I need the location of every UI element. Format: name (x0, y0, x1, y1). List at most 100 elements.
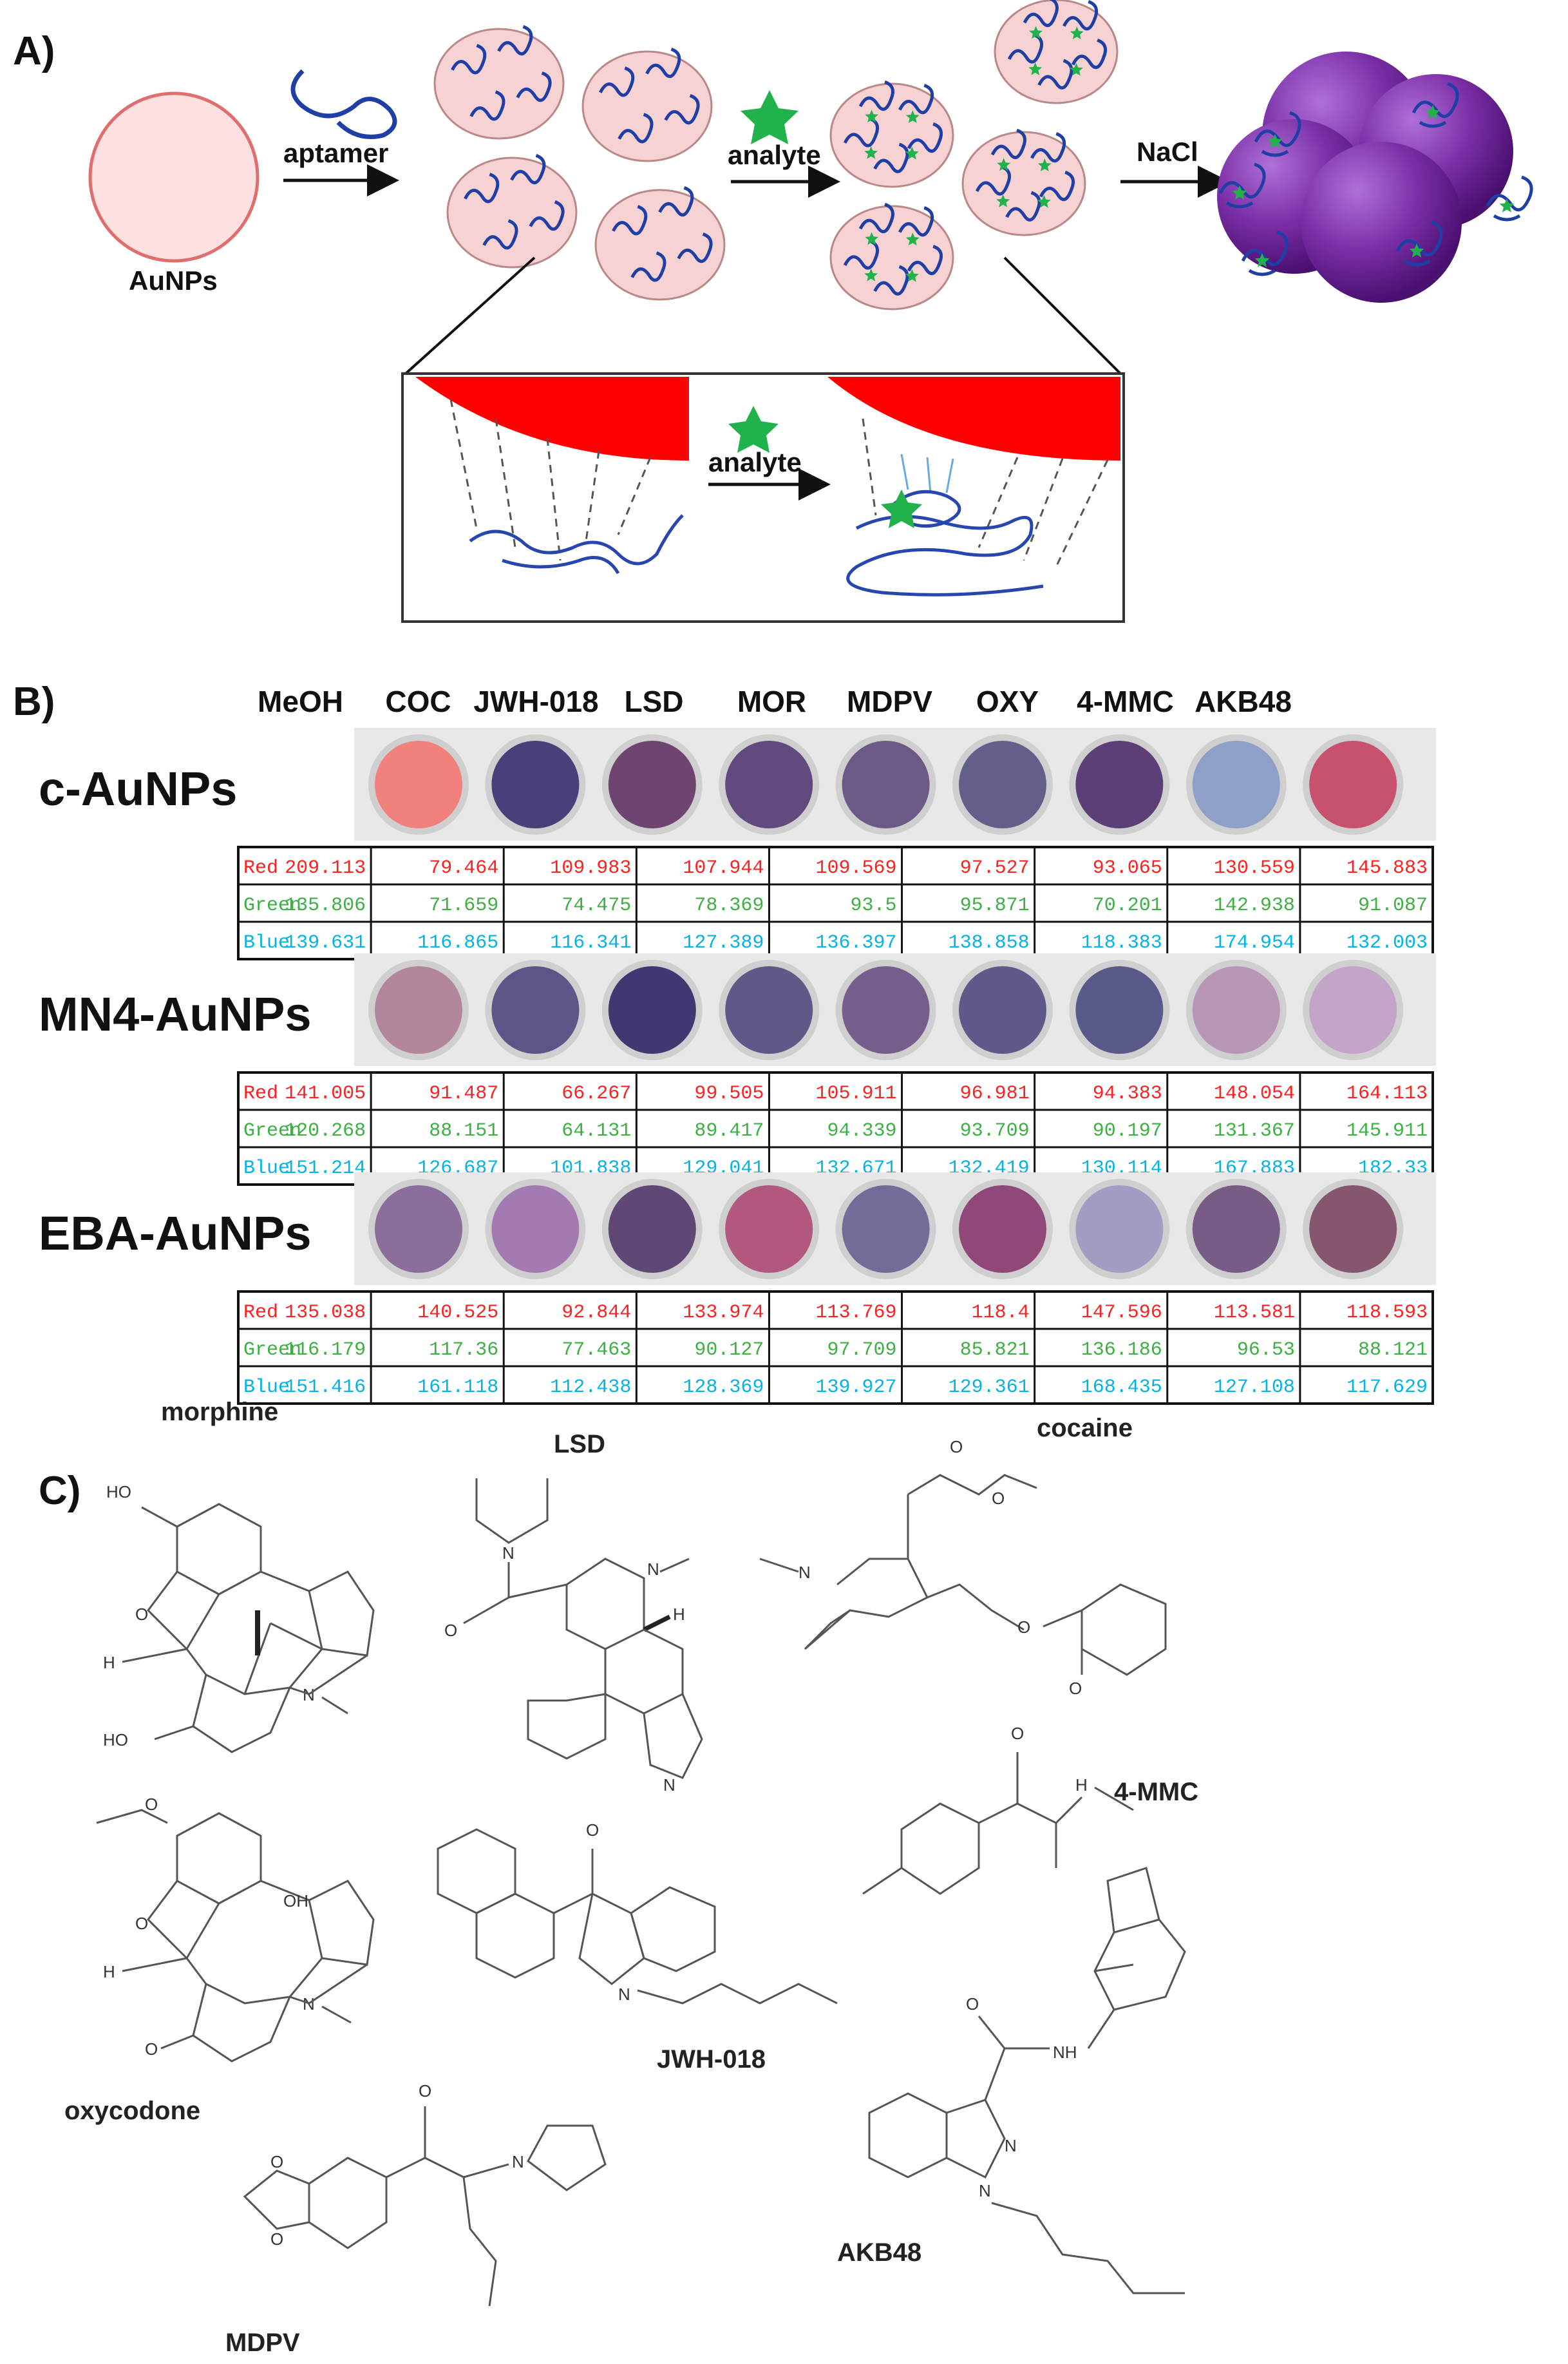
well (608, 741, 696, 828)
channel-label: Blue (243, 1158, 290, 1179)
step-analyte-label: analyte (728, 140, 821, 170)
value-table (237, 1071, 1434, 1186)
free-complex (1218, 162, 1266, 209)
cocaine-o-carbonyl: O (950, 1437, 963, 1456)
table-cell: 161.118 (417, 1377, 498, 1398)
table-cell: 92.844 (562, 1302, 631, 1324)
lsd-structure: LSD N O N H N (444, 1430, 703, 1795)
analyte-star-icon (741, 90, 798, 144)
aunp-label: AuNPs (129, 265, 218, 296)
oxycodone-o-keto: O (145, 2039, 158, 2059)
panel-a: A) AuNPs aptamer analyte NaCl (13, 0, 1533, 623)
table-cell: 116.179 (285, 1339, 366, 1361)
channel-label: Red (243, 1083, 278, 1105)
lsd-label: LSD (554, 1430, 605, 1458)
column-label: MeOH (258, 685, 343, 718)
table-cell: 147.596 (1081, 1302, 1162, 1324)
free-aptamer-analyte-complexes (1218, 82, 1533, 276)
well (958, 1185, 1046, 1273)
table-cell: 151.416 (285, 1377, 366, 1398)
table-cell: 135.806 (285, 895, 366, 917)
lsd-nh: N (663, 1775, 675, 1795)
table-cell: 133.974 (683, 1302, 764, 1324)
mmc-o: O (1011, 1724, 1024, 1743)
well (491, 966, 580, 1054)
table-cell: 168.435 (1081, 1377, 1162, 1398)
table-cell: 132.003 (1346, 932, 1428, 954)
table-cell: 145.911 (1346, 1120, 1428, 1142)
inset-bound-analyte-icon (881, 490, 922, 528)
table-cell: 91.087 (1358, 895, 1428, 917)
oxycodone-o-methoxy: O (145, 1795, 158, 1814)
table-cell: 107.944 (683, 857, 764, 879)
column-label: 4-MMC (1077, 685, 1174, 718)
well (1075, 1185, 1164, 1273)
table-cell: 135.038 (285, 1302, 366, 1324)
table-cell: 148.054 (1214, 1083, 1295, 1105)
mdpv-structure: MDPV O O O N (225, 2081, 607, 2357)
table-cell: 94.383 (1093, 1083, 1162, 1105)
inset-analyte-label: analyte (708, 447, 802, 477)
inset-gold-surface-right (827, 377, 1120, 461)
well (375, 966, 462, 1054)
mdpv-n: N (512, 2152, 524, 2171)
well (375, 1185, 462, 1273)
table-cell: 89.417 (694, 1120, 764, 1142)
coated-aunp (433, 24, 565, 140)
table-cell: 131.367 (1214, 1120, 1295, 1142)
column-label: COC (385, 685, 451, 718)
table-cell: 151.214 (285, 1158, 366, 1179)
table-cell: 90.197 (1093, 1120, 1162, 1142)
column-label: OXY (976, 685, 1039, 718)
akb-o: O (966, 1994, 979, 2014)
table-cell: 116.865 (417, 932, 498, 954)
inset-folded-aptamer (846, 490, 1044, 596)
table-cell: 78.369 (694, 895, 764, 917)
table-cell: 164.113 (1346, 1083, 1428, 1105)
table-cell: 139.927 (816, 1377, 897, 1398)
group-label: c-AuNPs (39, 762, 237, 815)
well (1309, 1185, 1397, 1273)
value-table (237, 846, 1434, 960)
table-cell: 141.005 (285, 1083, 366, 1105)
free-complex (1241, 230, 1289, 276)
group-label: MN4-AuNPs (39, 987, 311, 1041)
jwh-o: O (586, 1820, 599, 1840)
column-label: LSD (625, 685, 684, 718)
free-complex (1395, 220, 1443, 267)
akb-nh: NH (1053, 2043, 1077, 2062)
well (1192, 741, 1280, 828)
table-cell: 129.361 (949, 1377, 1030, 1398)
lsd-n-ring: N (647, 1559, 659, 1579)
bound-aunp (829, 202, 954, 310)
table-cell: 118.383 (1081, 932, 1162, 954)
table-cell: 136.397 (816, 932, 897, 954)
well (491, 1185, 580, 1273)
channel-label: Green (243, 895, 301, 917)
table-cell: 117.36 (429, 1339, 498, 1361)
jwh-n: N (618, 1985, 630, 2004)
free-complex (1486, 175, 1533, 222)
bound-aunp (961, 128, 1086, 236)
table-cell: 109.983 (550, 857, 631, 879)
table-cell: 88.121 (1358, 1339, 1428, 1361)
well (725, 1185, 813, 1273)
well (1192, 1185, 1280, 1273)
channel-label: Blue (243, 932, 290, 954)
well (958, 966, 1046, 1054)
oxycodone-h: H (103, 1962, 115, 1981)
zoom-line-right (1003, 256, 1122, 375)
column-label: AKB48 (1195, 685, 1292, 718)
bare-aunp (88, 91, 260, 263)
well (958, 741, 1046, 828)
table-cell: 85.821 (960, 1339, 1030, 1361)
column-label: MOR (737, 685, 806, 718)
table-cell: 97.709 (827, 1339, 897, 1361)
free-complex (1412, 82, 1459, 128)
mmc-structure: 4-MMC O H (862, 1724, 1198, 1895)
morphine-label: morphine (161, 1398, 278, 1426)
table-cell: 91.487 (429, 1083, 498, 1105)
